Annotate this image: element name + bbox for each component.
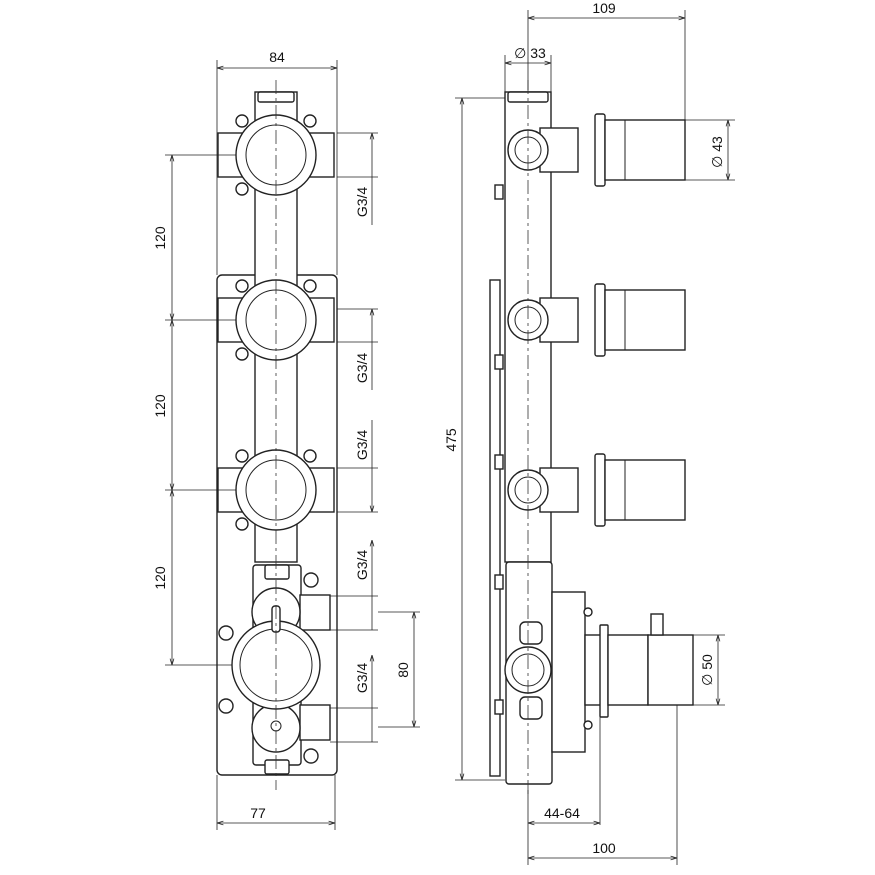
thread-label: G3/4 xyxy=(354,430,370,461)
thread-dimensions: G3/4 G3/4 G3/4 G3/4 G3/4 xyxy=(330,132,378,743)
dimension-mixer-projection: 100 xyxy=(592,840,616,856)
side-dimensions: 109 ∅ 33 ∅ 43 475 ∅ 50 44-64 100 xyxy=(443,0,735,865)
thread-label: G3/4 xyxy=(354,187,370,218)
thread-label: G3/4 xyxy=(354,550,370,581)
dimension-spacing-1: 120 xyxy=(152,226,168,250)
dimension-spacing-2: 120 xyxy=(152,394,168,418)
dimension-width-bottom: 77 xyxy=(250,805,266,821)
front-view xyxy=(216,80,338,790)
side-mounting-plate xyxy=(489,279,501,777)
dimension-wall-depth: 44-64 xyxy=(544,805,580,821)
valve-handle xyxy=(507,283,686,357)
dimension-total-height: 475 xyxy=(443,428,459,452)
dimension-mixer-outlets: 80 xyxy=(395,662,411,678)
dimension-pipe-diameter: ∅ 33 xyxy=(514,45,546,61)
front-dimensions: 84 120 120 120 G3/4 G3/4 G3/4 G3/4 G3/4 xyxy=(152,49,420,830)
thread-label: G3/4 xyxy=(354,663,370,694)
thread-label: G3/4 xyxy=(354,353,370,384)
outlet-port xyxy=(217,279,335,361)
side-mixer xyxy=(504,561,694,785)
dimension-width-top: 84 xyxy=(269,49,285,65)
dimension-mixer-handle-diameter: ∅ 50 xyxy=(699,654,715,686)
dimension-handle-diameter: ∅ 43 xyxy=(709,136,725,168)
valve-handle xyxy=(507,113,686,187)
side-view xyxy=(489,80,694,795)
mixer-body xyxy=(218,564,331,775)
dimension-handle-projection: 109 xyxy=(592,0,616,16)
dimension-spacing-3: 120 xyxy=(152,566,168,590)
